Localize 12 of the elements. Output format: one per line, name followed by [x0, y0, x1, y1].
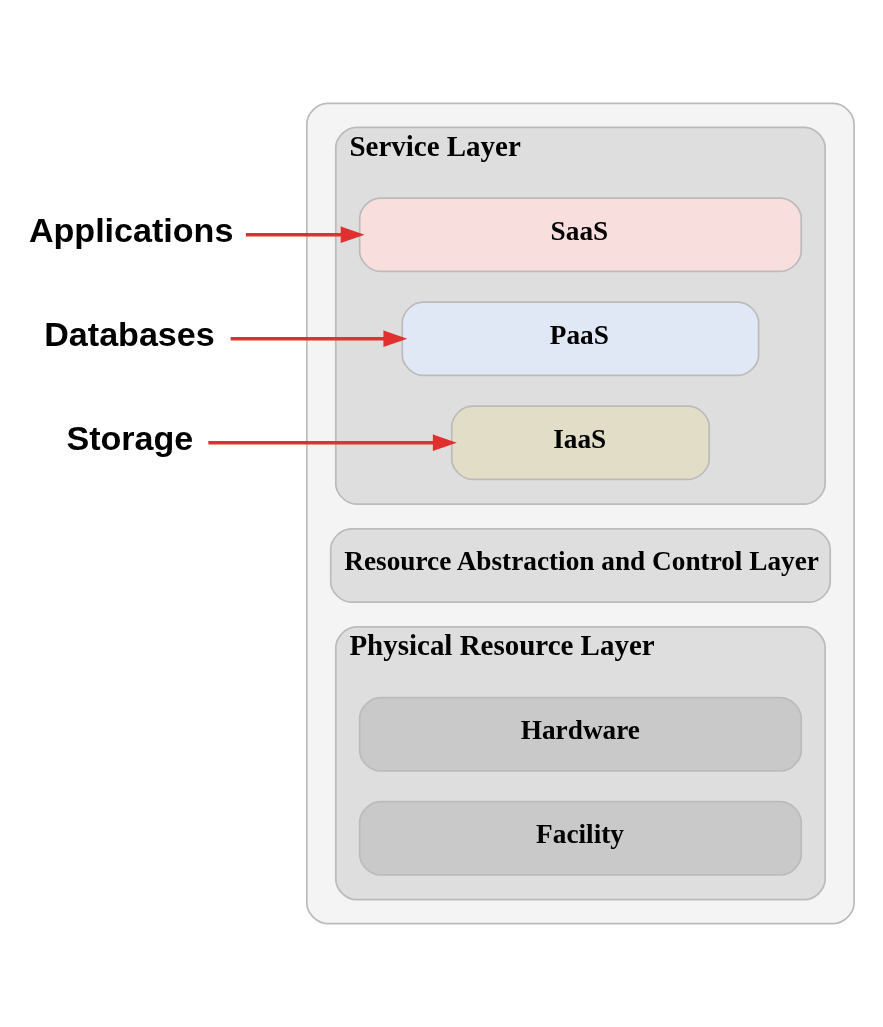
arrow: [245, 226, 365, 244]
node-box: SaaS: [358, 197, 803, 273]
node-text: Storage: [66, 418, 194, 457]
cluster: [305, 102, 855, 925]
node-box: Hardware: [358, 696, 803, 772]
node-text: Databases: [44, 314, 215, 353]
arrow: [208, 434, 457, 452]
node-text: Applications: [28, 210, 234, 249]
node-box: IaaS: [450, 405, 711, 481]
node-box: PaaS: [401, 301, 760, 377]
node-box: Facility: [358, 800, 803, 876]
arrow: [230, 330, 408, 348]
